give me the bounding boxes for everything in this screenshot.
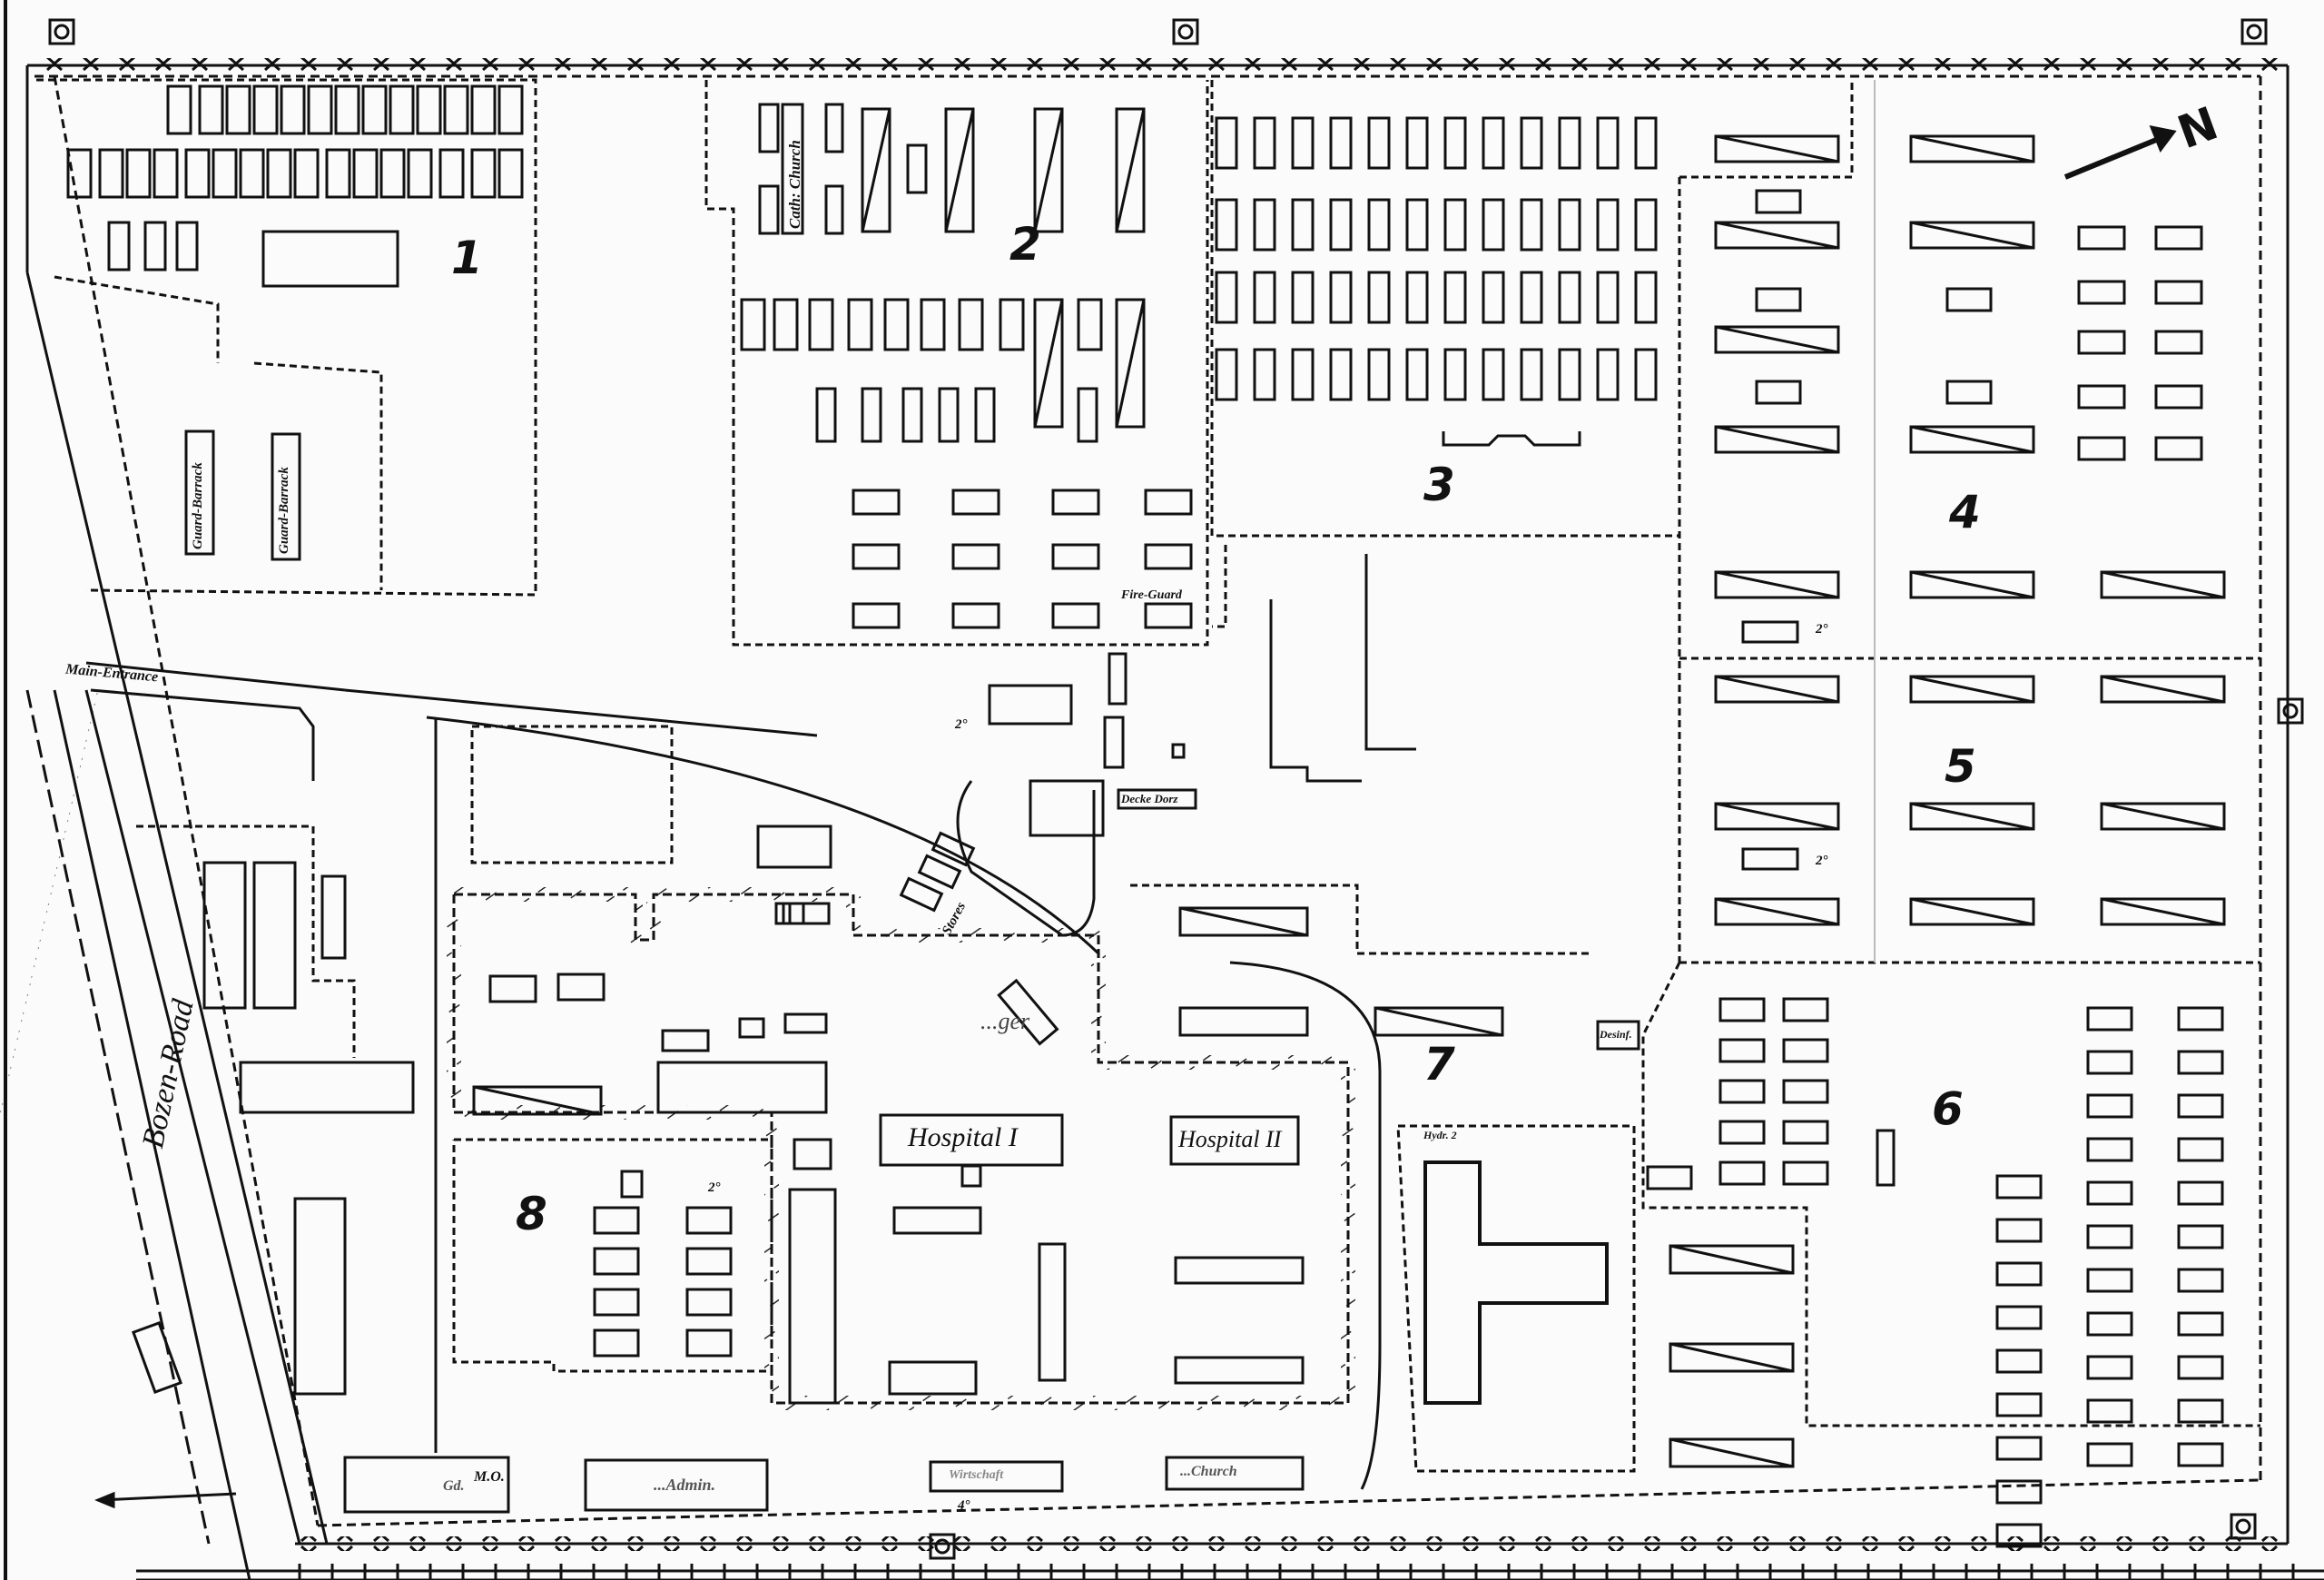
inner-fence (34, 74, 2262, 1527)
distance-marker: 2° (1816, 854, 1828, 868)
zone-2-area (704, 80, 1209, 647)
roads (85, 661, 1382, 1490)
zone-4-label: 4 (1949, 486, 1981, 538)
distance-marker: 2° (708, 1180, 721, 1195)
bottom-center-building-label: Wirtschaft (949, 1468, 1004, 1482)
mo-building (343, 1456, 510, 1514)
church-label: ...Church (1180, 1464, 1237, 1479)
desinf-building (1596, 1020, 1640, 1051)
admin-building (584, 1458, 769, 1512)
zone-8-label: 8 (516, 1188, 547, 1240)
decke-dorz-building (1117, 788, 1197, 810)
hospital-2-building (1169, 1115, 1300, 1166)
fire-guard-label: Fire-Guard (1121, 588, 1182, 602)
guard-barrack-2 (271, 432, 301, 561)
zone-7-area (1396, 1020, 1640, 1473)
outer-fence (25, 58, 2295, 1551)
lager-label: ...ger (980, 1008, 1030, 1034)
hospital-2-label: Hospital II (1178, 1126, 1282, 1152)
decke-dorz-label: Decke Dorz (1121, 792, 1178, 805)
zone-3-area (1210, 80, 1679, 538)
zone-2-label: 2 (1009, 218, 1041, 271)
distance-marker: 4° (958, 1498, 970, 1513)
zone-1-area (36, 78, 537, 597)
guard-barrack-1-label: Guard-Barrack (191, 462, 205, 549)
desinf-label: Desinf. (1600, 1028, 1632, 1041)
hydr-label: Hydr. 2 (1423, 1129, 1457, 1141)
admin-label: ...Admin. (654, 1476, 716, 1494)
zone-4-5-6-area (1678, 80, 2260, 964)
zone-7-label: 7 (1423, 1038, 1455, 1091)
zone-8-area (452, 1138, 837, 1405)
distance-marker: 2° (1816, 622, 1828, 637)
north-arrow-icon (2063, 124, 2177, 180)
zone-5-label: 5 (1945, 740, 1976, 793)
guard-barrack-1 (184, 430, 215, 556)
railway (136, 1564, 2324, 1580)
hospital-compound (447, 887, 1355, 1410)
hospital-1-label: Hospital I (908, 1122, 1018, 1152)
zone-1-label: 1 (451, 232, 483, 284)
cath-church-label: Cath: Church (786, 140, 803, 229)
zone-6-area (1641, 962, 2260, 1427)
cath-church-building (781, 103, 804, 235)
watch-towers (48, 18, 2304, 1560)
distance-marker: 2° (955, 717, 968, 732)
zone-3-label: 3 (1423, 459, 1455, 511)
zone-6-label: 6 (1932, 1082, 1964, 1135)
mo-label: M.O. (474, 1469, 505, 1485)
bozen-road (0, 689, 301, 1580)
gd-label: Gd. (443, 1478, 465, 1494)
center-buildings (470, 545, 1589, 1037)
guard-barrack-2-label: Guard-Barrack (277, 467, 291, 554)
left-buildings (132, 825, 1305, 1514)
